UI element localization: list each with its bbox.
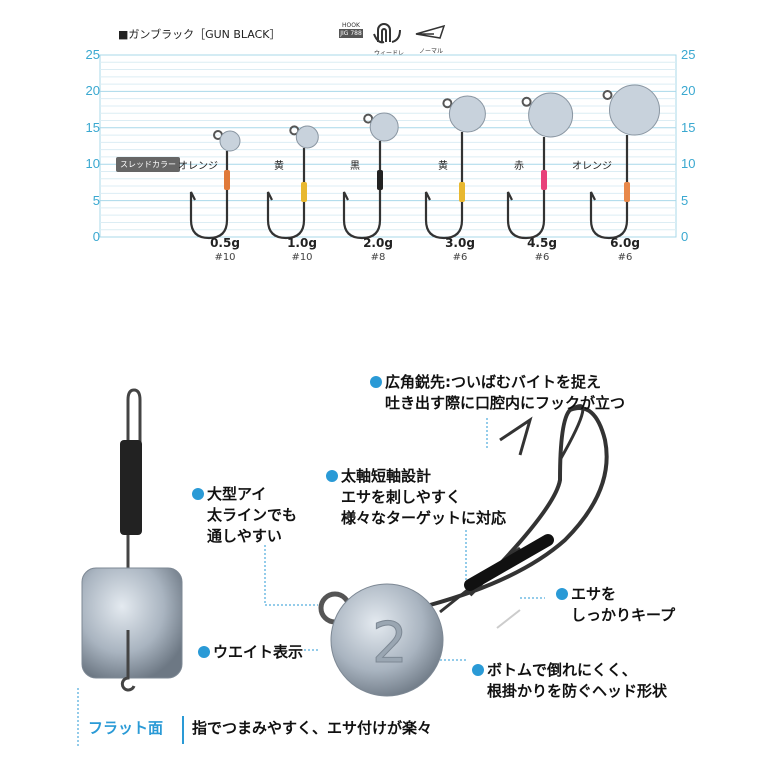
- left-axis-tick: 5: [92, 192, 100, 208]
- right-axis-tick: 5: [681, 192, 689, 208]
- right-axis-tick: 15: [681, 119, 696, 135]
- bullet-icon: [472, 664, 484, 676]
- right-axis-tick: 25: [681, 47, 696, 62]
- callout-bait-keeper: エサをしっかりキープ: [556, 584, 675, 626]
- callout-shank: 太軸短軸設計エサを刺しやすく様々なターゲットに対応: [326, 466, 506, 529]
- hook-size-label: #10: [291, 252, 313, 263]
- jig-illustration: 2: [77, 388, 609, 748]
- bullet-icon: [556, 588, 568, 600]
- callout-text: 太ラインでも: [207, 506, 298, 524]
- weight-label: 3.0g: [445, 236, 475, 250]
- divider: [182, 716, 184, 744]
- thread-wrap: [624, 182, 630, 202]
- weight-label: 1.0g: [287, 236, 317, 250]
- right-axis-tick: 0: [681, 229, 689, 244]
- callout-text: エサを: [571, 585, 617, 603]
- thread-wrap: [541, 170, 547, 190]
- callout-text: 太軸短軸設計: [341, 467, 432, 485]
- weight-label: 6.0g: [610, 236, 640, 250]
- jig-head-1: [266, 125, 319, 240]
- hook-code: JIG 788: [339, 29, 363, 38]
- svg-text:2: 2: [372, 611, 408, 676]
- hook-size-label: #8: [370, 252, 386, 263]
- hook-spec-icon: HOOK JIG 788: [336, 22, 366, 52]
- hook-size-label: #6: [452, 252, 468, 263]
- bullet-icon: [192, 488, 204, 500]
- hook-size-label: #6: [534, 252, 550, 263]
- thread-color-label: 赤: [514, 161, 524, 172]
- thread-wrap: [224, 170, 230, 190]
- bullet-icon: [198, 646, 210, 658]
- thread-wrap: [301, 182, 307, 202]
- callout-text: 様々なターゲットに対応: [341, 509, 507, 527]
- callout-text: しっかりキープ: [571, 606, 676, 624]
- thread-color-label: オレンジ: [572, 161, 612, 172]
- hook-label: HOOK: [342, 22, 360, 29]
- weight-label: 0.5g: [210, 236, 240, 250]
- callout-text: エサを刺しやすく: [341, 488, 461, 506]
- callout-eye: 大型アイ太ラインでも通しやすい: [192, 484, 297, 547]
- callout-text: ウエイト表示: [213, 643, 304, 661]
- thread-wrap: [459, 182, 465, 202]
- flat-face-label: フラット面: [88, 719, 164, 737]
- callout-text: ボトムで倒れにくく、: [487, 661, 637, 679]
- side-view-jig: [77, 388, 183, 748]
- callout-head-shape: ボトムで倒れにくく、根掛かりを防ぐヘッド形状: [472, 660, 667, 702]
- hook-size-label: #10: [214, 252, 236, 263]
- jig-head-4: [506, 92, 574, 240]
- callout-weight-mark: ウエイト表示: [198, 642, 303, 663]
- callout-text: 大型アイ: [207, 485, 267, 503]
- right-axis-tick: 20: [681, 83, 696, 99]
- jig-head-0: [189, 130, 241, 240]
- bullet-icon: [326, 470, 338, 482]
- left-axis-tick: 15: [85, 119, 100, 135]
- hook-size-label: #6: [617, 252, 633, 263]
- product-title: ■ガンブラック［GUN BLACK］: [118, 28, 281, 41]
- grid-frame: [99, 54, 677, 238]
- thread-color-label: 黄: [274, 161, 284, 172]
- thread-color-label: 黄: [438, 161, 448, 172]
- thread-color-badge: スレッドカラー: [116, 157, 180, 172]
- bullet-icon: [370, 376, 382, 388]
- round-jig: 2: [318, 404, 609, 697]
- size-scale-grid: [99, 54, 677, 240]
- left-axis-tick: 10: [85, 156, 100, 172]
- callout-hook-point: 広角鋭先:ついばむバイトを捉え吐き出す際に口腔内にフックが立つ: [370, 372, 625, 414]
- leader-lines: [264, 418, 545, 661]
- normal-icon: ノーマル: [414, 24, 448, 55]
- weight-label: 2.0g: [363, 236, 393, 250]
- callout-text: 通しやすい: [207, 527, 282, 545]
- jig-head-3: [424, 95, 486, 240]
- callout-text: 広角鋭先:ついばむバイトを捉え: [385, 373, 602, 391]
- callout-text: 根掛かりを防ぐヘッド形状: [487, 682, 668, 700]
- right-axis-tick: 10: [681, 156, 696, 172]
- normal-label: ノーマル: [418, 48, 443, 55]
- left-axis-tick: 0: [92, 229, 100, 244]
- left-axis-tick: 20: [85, 83, 100, 99]
- jig-head-5: [589, 84, 660, 240]
- thread-color-label: オレンジ: [178, 161, 218, 172]
- thread-wrap: [377, 170, 383, 190]
- thread-color-label: 黒: [350, 161, 360, 172]
- weight-label: 4.5g: [527, 236, 557, 250]
- jig-head-2: [342, 112, 399, 240]
- left-axis-tick: 25: [85, 47, 100, 62]
- flat-face-description: 指でつまみやすく、エサ付けが楽々: [192, 719, 433, 737]
- callout-text: 吐き出す際に口腔内にフックが立つ: [385, 394, 626, 412]
